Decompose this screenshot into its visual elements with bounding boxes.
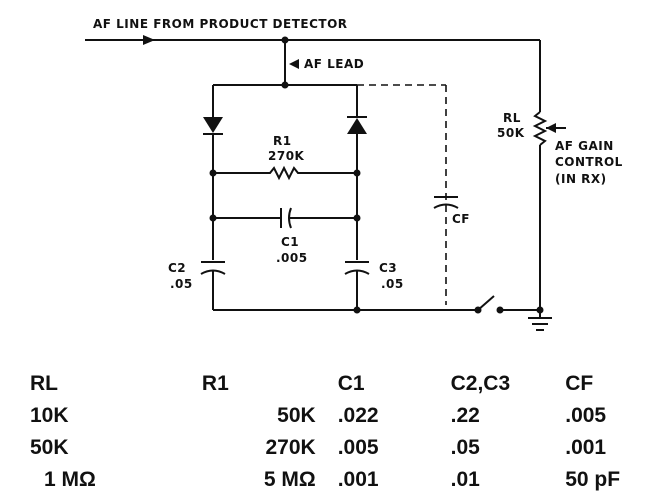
component-values-table: RL R1 C1 C2,C3 CF 10K 50K .022 .22 .005 … bbox=[30, 368, 660, 496]
c2-value-label: .05 bbox=[170, 277, 193, 291]
header-r1: R1 bbox=[201, 372, 229, 395]
cell-cf: .001 bbox=[565, 436, 607, 459]
c2-name-label: C2 bbox=[168, 261, 186, 275]
cell-rl: 10K bbox=[30, 404, 69, 427]
header-c2-c3: C2,C3 bbox=[450, 372, 511, 395]
cell-cf: 50 pF bbox=[565, 468, 621, 491]
gain-label-line3: (IN RX) bbox=[555, 172, 607, 186]
cell-c1: .005 bbox=[337, 436, 379, 459]
cf-plate-bottom bbox=[433, 203, 459, 209]
header-cf: CF bbox=[565, 372, 594, 395]
af-lead-arrow bbox=[289, 59, 299, 69]
cell-r1: 50K bbox=[277, 404, 316, 427]
table-row: 10K 50K .022 .22 .005 bbox=[30, 400, 660, 432]
cell-r1: 270K bbox=[265, 436, 316, 459]
gain-label-line2: CONTROL bbox=[555, 155, 623, 169]
rl-wiper-arrow bbox=[546, 123, 556, 133]
cell-cf: .005 bbox=[565, 404, 607, 427]
cell-r1: 5 MΩ bbox=[263, 468, 316, 491]
cf-name-label: CF bbox=[452, 212, 470, 226]
header-rl: RL bbox=[30, 372, 58, 395]
r1-name-label: R1 bbox=[273, 134, 292, 148]
cell-c1: .022 bbox=[337, 404, 379, 427]
c2-plate-bottom bbox=[200, 269, 226, 275]
af-lead-label: AF LEAD bbox=[304, 57, 364, 71]
rl-resistor bbox=[532, 111, 548, 146]
left-diode bbox=[203, 117, 223, 133]
table-row: 50K 270K .005 .05 .001 bbox=[30, 432, 660, 464]
cell-c2-c3: .05 bbox=[450, 436, 480, 459]
junction-bottom bbox=[353, 306, 361, 314]
input-arrow bbox=[143, 35, 155, 45]
table-header-row: RL R1 C1 C2,C3 CF bbox=[30, 368, 660, 400]
table-row: 1 MΩ 5 MΩ .001 .01 50 pF bbox=[30, 464, 660, 496]
junction-ground bbox=[536, 306, 544, 314]
circuit-schematic: AF LINE FROM PRODUCT DETECTOR AF LEAD R1… bbox=[85, 17, 623, 331]
c1-value-label: .005 bbox=[276, 251, 308, 265]
c3-name-label: C3 bbox=[379, 261, 397, 275]
header-c1: C1 bbox=[337, 372, 365, 395]
cell-c2-c3: .01 bbox=[450, 468, 480, 491]
af-line-label: AF LINE FROM PRODUCT DETECTOR bbox=[93, 17, 348, 31]
right-diode bbox=[347, 118, 367, 134]
cell-c1: .001 bbox=[337, 468, 379, 491]
gain-label-line1: AF GAIN bbox=[555, 139, 614, 153]
cell-rl: 1 MΩ bbox=[44, 468, 96, 491]
cell-c2-c3: .22 bbox=[450, 404, 480, 427]
rl-name-label: RL bbox=[503, 111, 521, 125]
c1-name-label: C1 bbox=[281, 235, 299, 249]
r1-resistor bbox=[213, 165, 357, 181]
c3-value-label: .05 bbox=[381, 277, 404, 291]
rl-value-label: 50K bbox=[497, 126, 525, 140]
r1-value-label: 270K bbox=[268, 149, 305, 163]
switch-blade bbox=[477, 295, 495, 311]
cell-rl: 50K bbox=[30, 436, 69, 459]
c3-plate-bottom bbox=[344, 269, 370, 275]
